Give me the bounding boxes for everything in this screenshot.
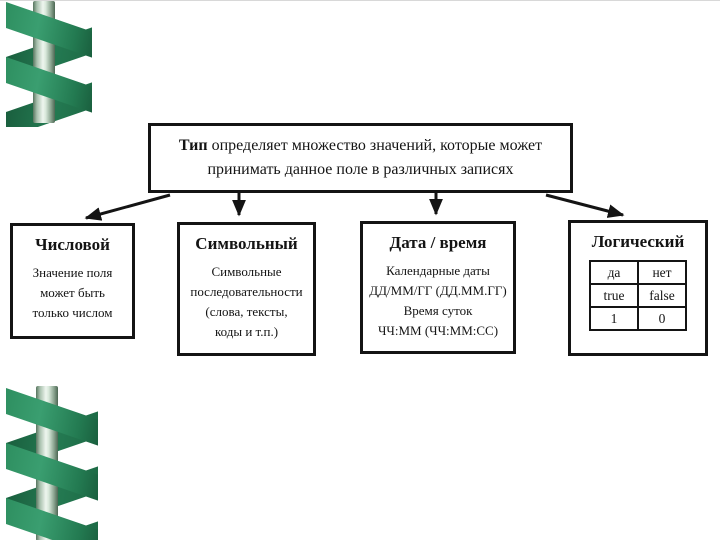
type-box-numeric: Числовой Значение поля может быть только… [10,223,135,339]
type-box-logical: Логический да нет true false 1 0 [568,220,708,356]
ribbon-decoration-bottom [6,386,98,540]
table-cell: нет [637,260,687,285]
type-title: Дата / время [389,233,487,252]
table-cell: true [589,283,639,308]
type-text-line: (слова, тексты, [205,304,288,320]
type-text-line: может быть [40,285,105,301]
table-row: да нет [589,260,687,285]
type-box-datetime: Дата / время Календарные даты ДД/ММ/ГГ (… [360,221,516,354]
root-type-text: Тип определяет множество значений, котор… [178,137,543,178]
type-text-line: Символьные [211,264,282,279]
table-cell: 1 [589,306,639,331]
root-keyword: Тип [178,137,208,154]
table-row: true false [589,283,687,308]
type-title: Логический [591,232,685,251]
root-type-box: Тип определяет множество значений, котор… [148,123,573,193]
table-row: 1 0 [589,306,687,331]
ribbon-decoration-top [6,1,92,127]
type-box-character: Символьный Символьные последовательности… [177,222,316,356]
type-title: Числовой [35,235,110,254]
type-text-line: Время суток [403,303,473,319]
table-cell: 0 [637,306,687,331]
boolean-values-table: да нет true false 1 0 [589,260,687,331]
type-text-line: коды и т.п.) [214,324,279,340]
type-text-line: ДД/ММ/ГГ (ДД.ММ.ГГ) [369,283,507,299]
type-text-line: ЧЧ:ММ (ЧЧ:ММ:СС) [377,323,499,339]
type-text-line: Календарные даты [386,263,490,278]
table-cell: false [637,283,687,308]
arrow-to-numeric [84,193,171,221]
type-text-line: последовательности [190,284,303,300]
arrow-to-logical [545,193,625,218]
table-cell: да [589,260,639,285]
type-title: Символьный [195,234,298,253]
type-text-line: Значение поля [32,265,113,280]
type-text-line: только числом [32,305,113,321]
